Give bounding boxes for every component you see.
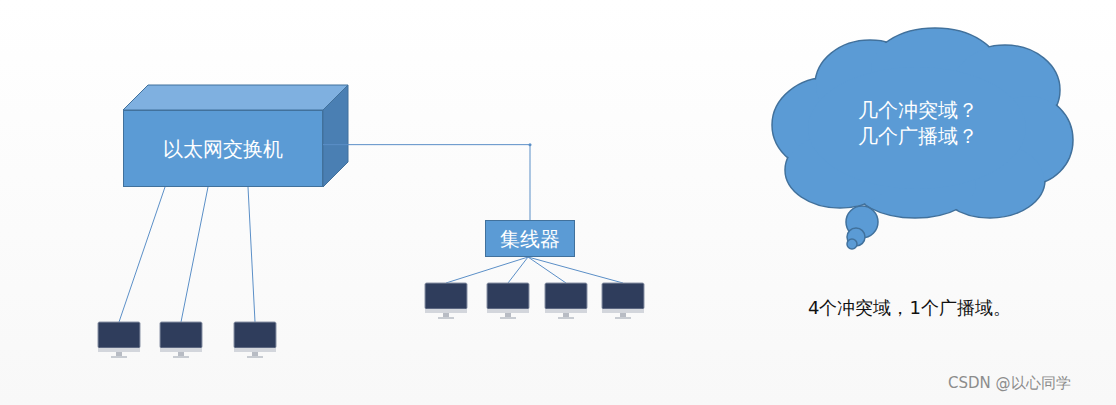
cable (248, 187, 255, 322)
cable (446, 257, 528, 283)
answer-note: 4个冲突域，1个广播域。 (808, 296, 1011, 320)
cable-bend (529, 143, 532, 146)
switch-top-face (123, 85, 348, 110)
cable (528, 257, 623, 283)
computer-icon (98, 322, 140, 358)
watermark: CSDN @以心同学 (948, 374, 1071, 393)
cable (181, 187, 208, 322)
computer-icon (487, 283, 529, 319)
cloud-callout: 几个冲突域？ 几个广播域？ (760, 25, 1075, 220)
callout-text: 几个冲突域？ 几个广播域？ (855, 97, 981, 149)
computer-icon (545, 283, 587, 319)
cable (323, 145, 530, 220)
hub-box: 集线器 (485, 220, 575, 257)
switch-box: 以太网交换机 (123, 110, 323, 187)
cable (119, 187, 165, 322)
thought-bubble (847, 239, 857, 249)
cloud-shape (760, 25, 1075, 220)
cable (508, 257, 528, 283)
computer-icon (234, 322, 276, 358)
node-label: 以太网交换机 (163, 136, 283, 162)
computer-icon (160, 322, 202, 358)
cable (528, 257, 566, 283)
switch-side-face (323, 85, 348, 187)
computer-icon (425, 283, 467, 319)
node-label: 集线器 (500, 226, 560, 252)
computer-icon (602, 283, 644, 319)
